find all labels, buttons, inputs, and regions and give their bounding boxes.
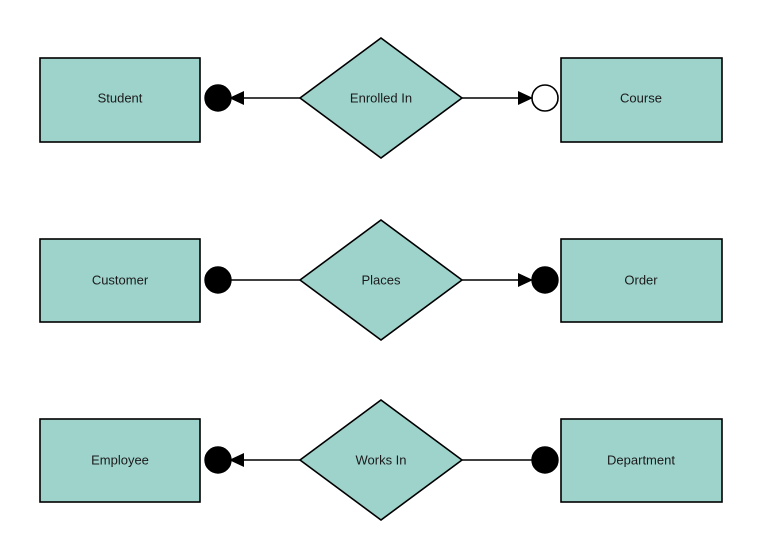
arrowhead-right-row-1 (518, 91, 533, 105)
entity-box-customer[interactable] (39, 238, 201, 323)
entity-box-course[interactable] (560, 57, 723, 143)
arrowhead-left-row-3 (229, 453, 244, 467)
cardinality-marker-filled-circle-customer[interactable] (204, 266, 232, 294)
entity-box-department[interactable] (560, 418, 723, 503)
relationship-row-employee-works-in-department: Employee Works In Department (39, 399, 723, 521)
relationship-diamond-enrolled-in[interactable] (298, 37, 464, 159)
relationship-diamond-works-in[interactable] (298, 399, 464, 521)
cardinality-marker-filled-circle-order[interactable] (531, 266, 559, 294)
relationship-row-customer-places-order: Customer Places Order (39, 219, 723, 341)
entity-box-employee[interactable] (39, 418, 201, 503)
relationship-diamond-places[interactable] (298, 219, 464, 341)
arrowhead-right-row-2 (518, 273, 533, 287)
cardinality-marker-filled-circle-department[interactable] (531, 446, 559, 474)
cardinality-marker-filled-circle-employee[interactable] (204, 446, 232, 474)
cardinality-marker-hollow-circle-course[interactable] (531, 84, 559, 112)
relationship-row-student-enrolled-in-course: Student Enrolled In Course (39, 37, 723, 159)
arrowhead-left-row-1 (229, 91, 244, 105)
entity-box-student[interactable] (39, 57, 201, 143)
entity-box-order[interactable] (560, 238, 723, 323)
cardinality-marker-filled-circle-student[interactable] (204, 84, 232, 112)
